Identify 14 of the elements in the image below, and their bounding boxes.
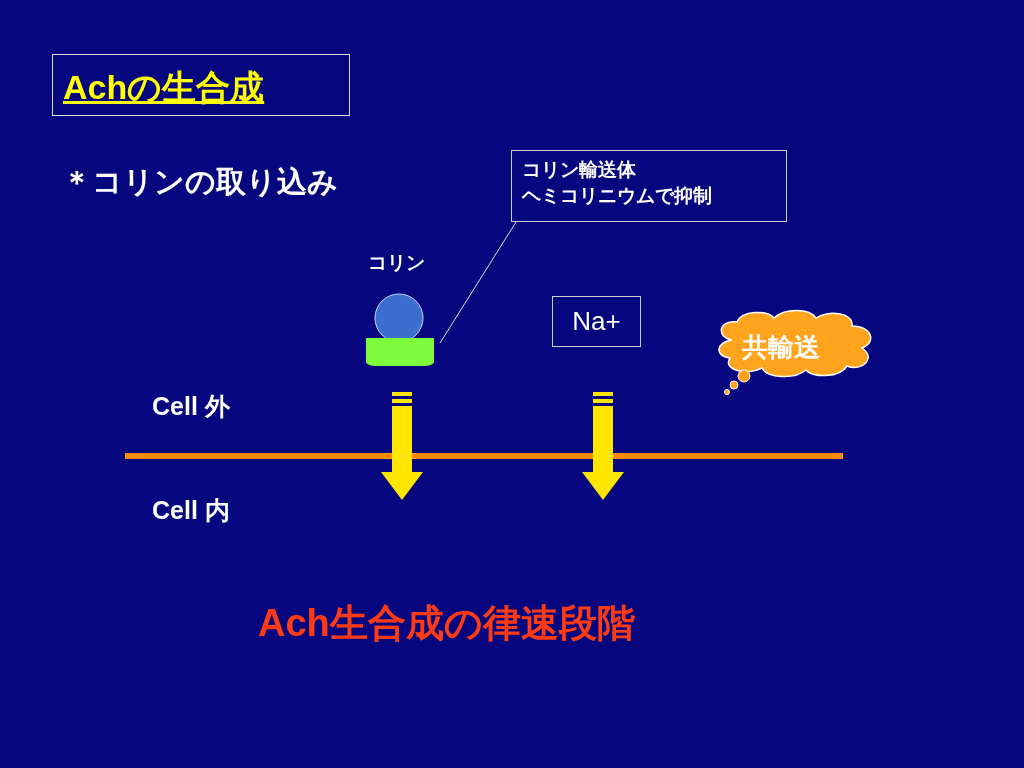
ion-box [552, 296, 641, 347]
slide-title: Achの生合成 [63, 67, 265, 108]
callout-text: Na+ [571, 305, 622, 338]
transporter-block [366, 338, 434, 366]
callout-heading: コリン輸送体 [522, 158, 637, 182]
region-label: Cell 内 [152, 495, 230, 526]
heading-text: ＊コリンの取り込み [62, 164, 338, 200]
callout-text: ヘミコリニウムで抑制 [522, 184, 713, 208]
region-label: Cell 外 [152, 391, 230, 422]
cloud-text: 共輸送 [742, 331, 820, 364]
molecule-label: コリン [368, 251, 425, 275]
callout-box [511, 150, 787, 222]
conclusion-text: Ach生合成の律速段階 [258, 601, 635, 646]
leader-line [439, 221, 517, 344]
